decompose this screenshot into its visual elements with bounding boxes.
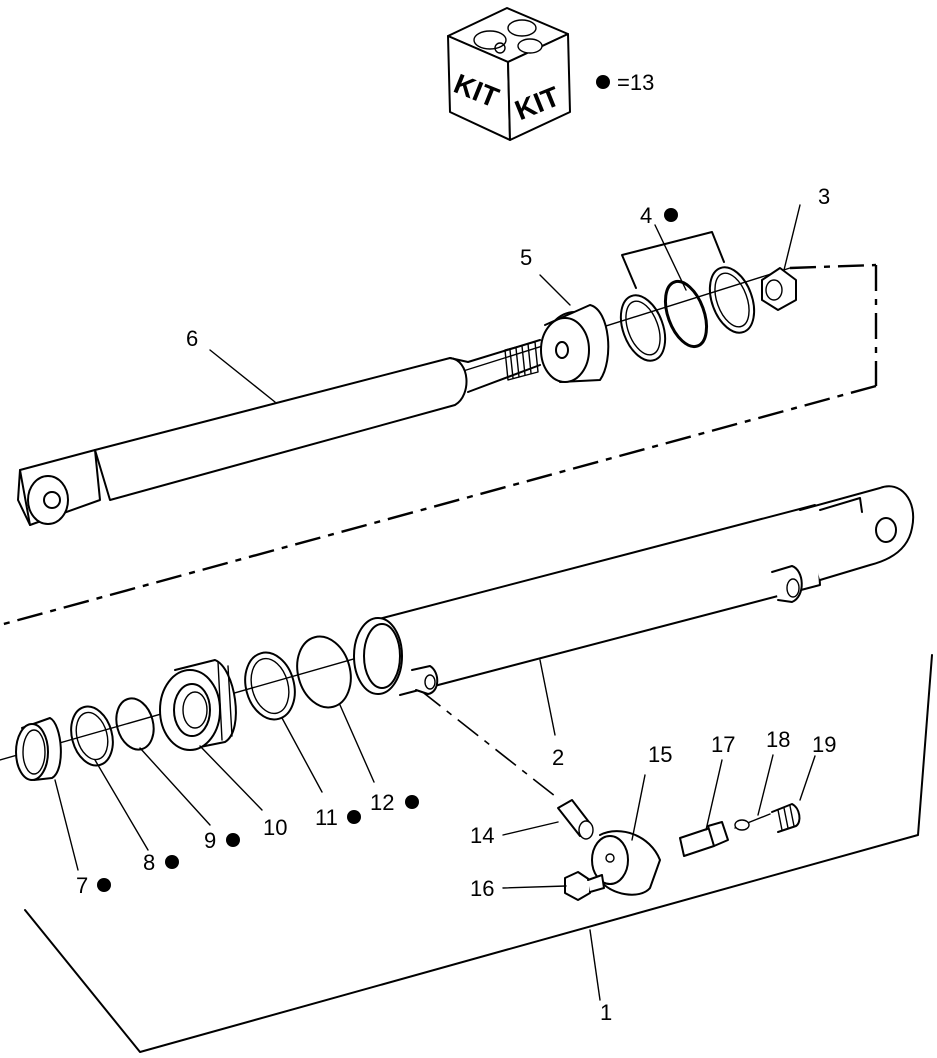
- lock-nut-part: [761, 267, 797, 311]
- callout-17: 17: [711, 732, 735, 757]
- callout-1: 1: [600, 1000, 612, 1025]
- kit-dot-icon: [97, 878, 111, 892]
- callout-10: 10: [263, 815, 287, 840]
- callout-19: 19: [812, 732, 836, 757]
- callout-6: 6: [186, 326, 198, 351]
- callout-7: 7: [76, 873, 88, 898]
- callout-9: 9: [204, 828, 216, 853]
- assembly-bracket-part-1: [24, 654, 933, 1053]
- cylinder-barrel-part: [353, 485, 915, 696]
- kit-legend-text: =13: [617, 70, 654, 95]
- head-gland-parts: [15, 635, 352, 781]
- callout-18: 18: [766, 727, 790, 752]
- callout-2: 2: [552, 745, 564, 770]
- kit-dot-icon: [405, 795, 419, 809]
- callout-4: 4: [640, 203, 652, 228]
- callout-3: 3: [818, 184, 830, 209]
- callout-11: 11: [315, 805, 338, 830]
- callout-15: 15: [648, 742, 672, 767]
- callout-5: 5: [520, 245, 532, 270]
- kit-dot-icon: [347, 810, 361, 824]
- leader-lines: [54, 204, 816, 1001]
- kit-dot-icon: [664, 208, 678, 222]
- kit-box-icon: KIT KIT: [447, 7, 571, 141]
- piston-rod-part: [17, 339, 541, 526]
- callout-12: 12: [370, 790, 394, 815]
- callout-8: 8: [143, 850, 155, 875]
- callout-14: 14: [470, 823, 494, 848]
- kit-legend-dot-icon: [596, 75, 610, 89]
- piston-seal-rings-part: [619, 231, 756, 362]
- kit-dot-icon: [165, 855, 179, 869]
- kit-dot-icon: [226, 833, 240, 847]
- piston-part: [540, 304, 610, 383]
- callout-16: 16: [470, 876, 494, 901]
- fittings-parts: [557, 799, 801, 901]
